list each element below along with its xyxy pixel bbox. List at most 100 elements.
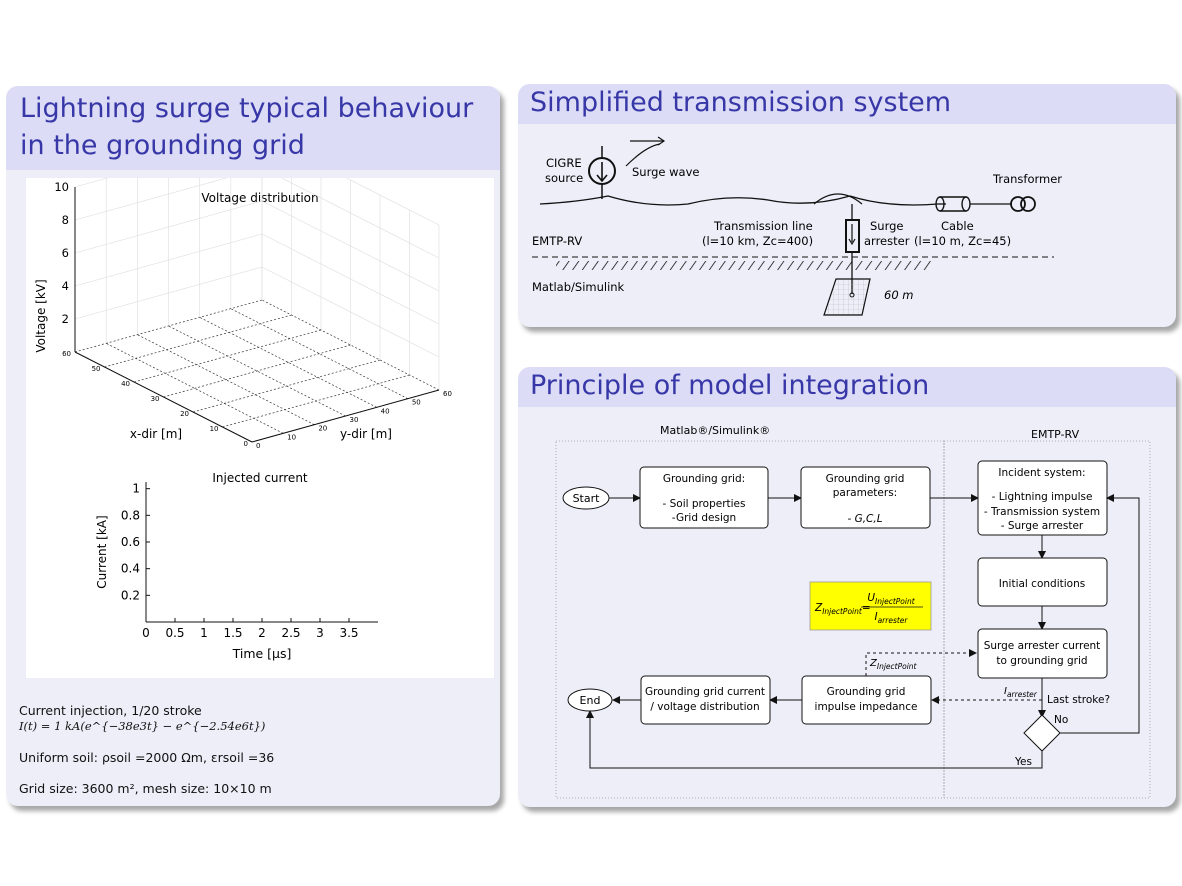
z-tick-label: 8 (62, 213, 69, 227)
grid-size-note: Grid size: 3600 m², mesh size: 10×10 m (19, 781, 272, 796)
y-tick-label: 50 (412, 399, 421, 407)
tline-params: (l=10 km, Zc=400) (702, 234, 813, 248)
ggi-line1: Grounding grid (827, 686, 906, 698)
x-tick-label: 1 (200, 626, 208, 640)
y-axis-label: y-dir [m] (340, 427, 392, 441)
inc-item1: - Lightning impulse (992, 491, 1093, 503)
panel-model-integration: Principle of model integration Matlab®/S… (518, 367, 1176, 807)
arrester-current-box (977, 628, 1108, 679)
floor-grid-line (133, 329, 322, 383)
z-tick-label: 4 (62, 279, 69, 293)
z-tick-label: 10 (54, 180, 69, 194)
grid-line (261, 200, 440, 292)
sac-line1: Surge arrester current (984, 640, 1101, 652)
cable-label: Cable (941, 219, 974, 233)
x-tick-label: 0.5 (165, 626, 184, 640)
grid-size-label: 60 m (884, 288, 914, 302)
x-axis-label: Time [μs] (232, 646, 292, 661)
start-label: Start (573, 492, 601, 505)
voltage-surface-chart: Voltage distribution01020304050600102030… (34, 134, 452, 450)
panel-transmission-system: Simplified transmission system CIGRE sou… (518, 84, 1176, 327)
injection-note: Current injection, 1/20 stroke (19, 703, 202, 718)
impulse-impedance-box (801, 675, 932, 725)
integration-flowchart: Matlab®/Simulink® EMTP-RV Start Groundin… (555, 424, 1151, 799)
ggc-line2: / voltage distribution (650, 701, 759, 713)
formula-left: ZInjectPoint= (814, 602, 871, 616)
gg-item2: -Grid design (672, 512, 736, 524)
inc-title: Incident system: (998, 467, 1085, 479)
ggc-line1: Grounding grid current (645, 686, 765, 698)
transmission-diagram: CIGRE source Surge wave Transformer Tran… (532, 136, 1062, 316)
y-tick-label: 20 (318, 425, 327, 433)
y-tick-label: 30 (350, 416, 359, 424)
floor-grid-line (192, 359, 381, 413)
sac-line2: to grounding grid (996, 655, 1087, 667)
surge-wave-icon (625, 143, 661, 167)
matlab-region-label: Matlab®/Simulink® (660, 424, 770, 437)
arrester-label: Surge (870, 219, 904, 233)
z-edge-label: ZInjectPoint (869, 658, 918, 671)
source-label: CIGRE (546, 156, 582, 170)
no-label: No (1054, 714, 1068, 726)
grid-line (74, 233, 263, 287)
emtp-region (943, 440, 1151, 799)
grid-line (261, 266, 440, 358)
x-tick-label: 60 (62, 350, 71, 358)
ground-hatch (556, 261, 931, 270)
last-stroke-label: Last stroke? (1047, 694, 1110, 706)
panel-title: Simplified transmission system (518, 84, 1176, 124)
y-axis (251, 389, 440, 443)
x-axis-label: x-dir [m] (130, 427, 182, 441)
floor-grid-line (261, 299, 440, 391)
floor-grid-line (74, 299, 263, 353)
panel-grounding-grid: Lightning surge typical behaviour in the… (6, 86, 500, 806)
current-formula: I(t) = 1 kA(e^{−38e3t} − e^{−2.54e6t}) (19, 719, 266, 733)
ggp-line3: - G,C,L (847, 513, 882, 525)
x-axis (74, 351, 253, 443)
grid-current-box (640, 675, 771, 725)
gg-title: Grounding grid: (663, 473, 745, 485)
cable-params: (l=10 m, Zc=45) (914, 234, 1011, 248)
grounding-grid-icon (823, 278, 871, 316)
grid-line (261, 167, 440, 259)
transformer-label: Transformer (992, 172, 1062, 186)
arrester-label-2: arrester (864, 234, 910, 248)
emtp-label: EMTP-RV (532, 234, 582, 248)
grid-line (74, 200, 263, 254)
floor-grid-line (230, 308, 408, 399)
x-tick-label: 2 (258, 626, 266, 640)
chart-title: Voltage distribution (201, 191, 318, 205)
y-axis-label: Current [kA] (95, 515, 109, 588)
matlab-region (555, 440, 945, 799)
floor-grid-line (104, 314, 292, 368)
grid-line (74, 266, 263, 320)
y-tick-label: 1 (132, 482, 140, 496)
x-tick-label: 50 (92, 365, 101, 373)
x-tick-label: 3.5 (339, 626, 358, 640)
source-label-2: source (545, 171, 583, 185)
formula-numerator: UInjectPoint (867, 592, 915, 606)
inc-item2: - Transmission system (984, 506, 1100, 518)
z-tick-label: 2 (62, 312, 69, 326)
emtp-region-label: EMTP-RV (1031, 428, 1080, 441)
x-tick-label: 20 (180, 410, 189, 418)
inc-item3: - Surge arrester (1001, 520, 1084, 532)
yes-label: Yes (1014, 756, 1032, 768)
ggp-line2: parameters: (833, 487, 897, 499)
x-tick-label: 10 (210, 425, 219, 433)
end-node (567, 688, 613, 712)
tline-label: Transmission line (713, 219, 813, 233)
x-tick-label: 0 (244, 440, 248, 448)
transmission-line-icon (539, 195, 939, 206)
x-tick-label: 0 (142, 626, 150, 640)
y-tick-label: 10 (287, 433, 296, 441)
panel-title: Lightning surge typical behaviour in the… (6, 86, 500, 170)
grid-line (261, 233, 440, 325)
y-tick-label: 0.4 (121, 562, 140, 576)
x-tick-label: 40 (121, 380, 130, 388)
y-tick-label: 0.8 (121, 508, 140, 522)
ggp-line1: Grounding grid (826, 473, 905, 485)
ggi-line2: impulse impedance (815, 701, 918, 713)
